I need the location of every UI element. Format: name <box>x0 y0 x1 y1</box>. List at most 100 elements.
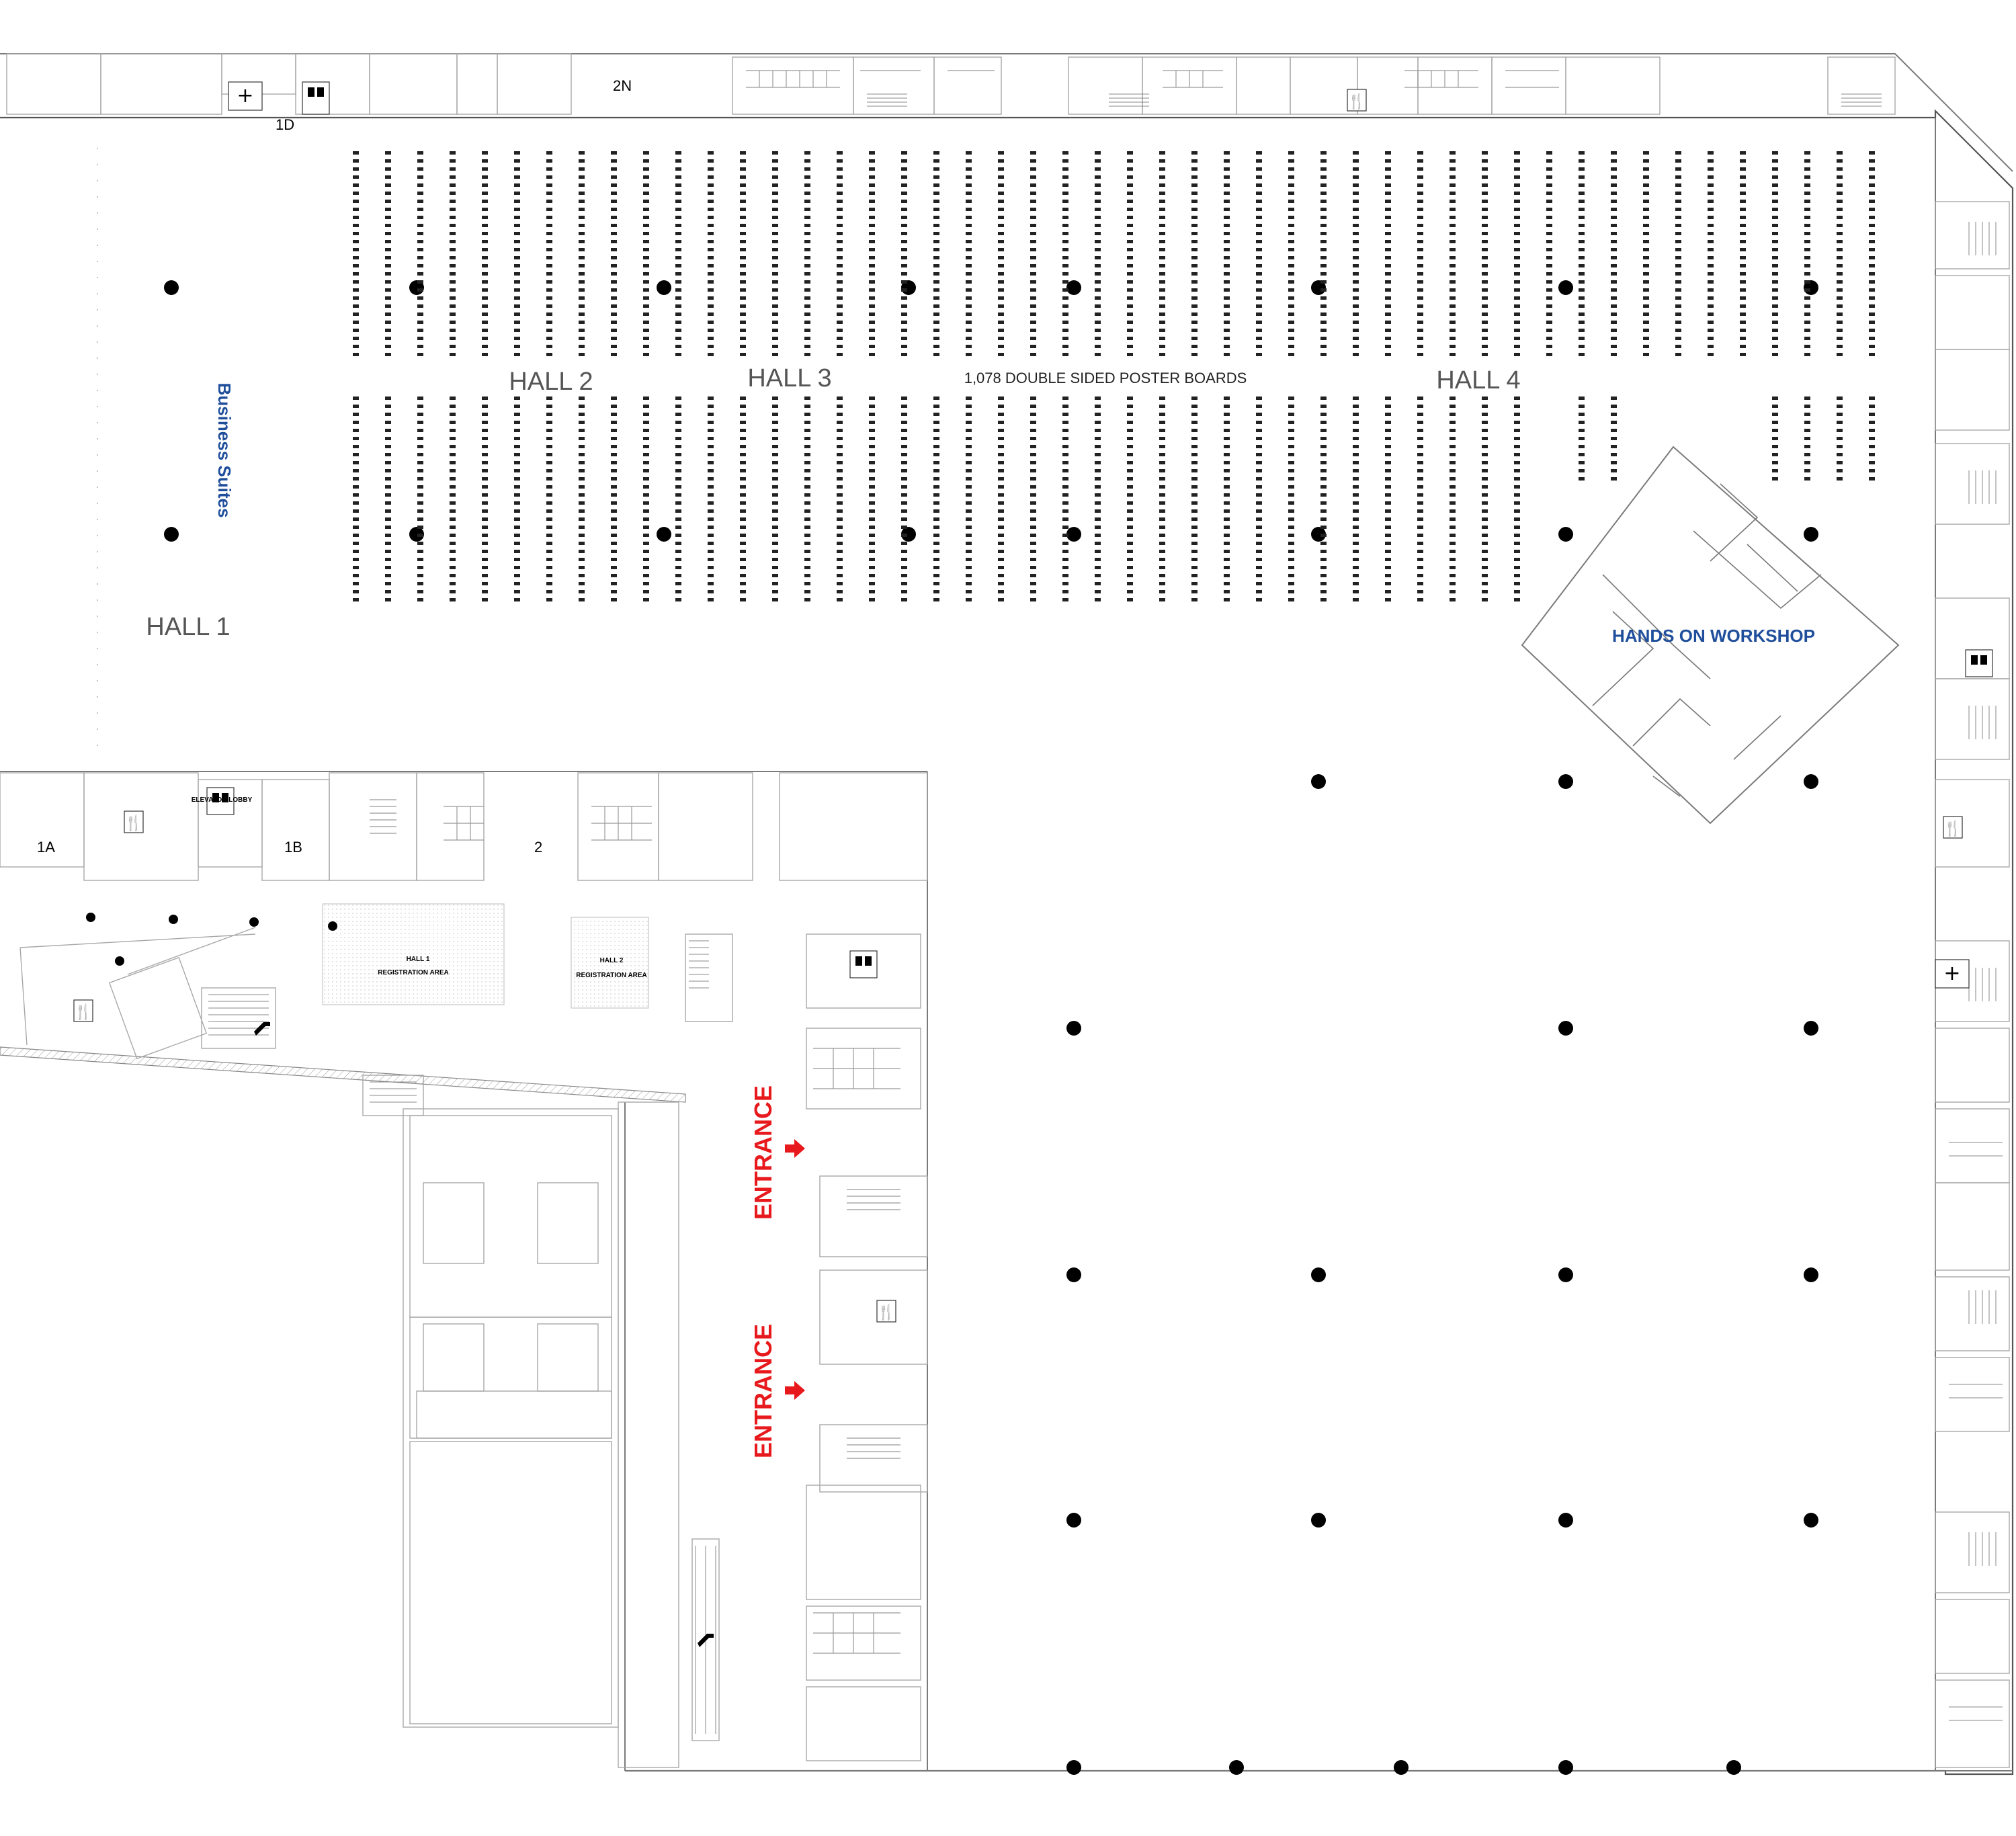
poster-board <box>1869 280 1875 284</box>
poster-board <box>1256 256 1262 259</box>
poster-board <box>611 167 617 171</box>
poster-board <box>1224 574 1230 577</box>
poster-board <box>482 159 488 163</box>
poster-board <box>998 550 1004 553</box>
poster-board <box>1030 582 1036 585</box>
poster-board <box>772 461 778 464</box>
poster-board <box>643 437 649 440</box>
poster-board <box>579 296 585 300</box>
poster-board <box>1191 598 1198 601</box>
poster-board <box>708 526 714 529</box>
poster-board <box>1224 224 1230 227</box>
poster-board <box>1772 429 1778 432</box>
poster-board <box>1353 437 1359 440</box>
column <box>1726 1760 1741 1775</box>
poster-board <box>1450 280 1456 284</box>
poster-board <box>998 312 1004 316</box>
poster-board <box>1159 200 1165 203</box>
poster-board <box>1127 485 1133 489</box>
poster-board <box>1159 167 1165 171</box>
poster-board <box>901 526 907 529</box>
poster-board <box>837 183 843 187</box>
poster-board <box>1482 542 1488 545</box>
poster-board <box>385 501 391 505</box>
poster-board <box>1514 534 1520 537</box>
poster-board <box>675 550 681 553</box>
poster-board <box>1740 167 1746 171</box>
poster-board <box>1482 421 1488 424</box>
poster-board <box>450 272 456 276</box>
poster-board <box>1643 296 1649 300</box>
poster-board <box>1869 224 1875 227</box>
poster-board <box>417 280 423 284</box>
poster-board <box>353 337 359 340</box>
poster-board <box>1611 405 1617 408</box>
poster-board <box>1417 264 1423 267</box>
poster-board <box>1708 216 1714 219</box>
poster-board <box>611 582 617 585</box>
poster-board <box>1804 421 1810 424</box>
poster-board <box>869 517 875 521</box>
poster-board <box>1804 248 1810 251</box>
poster-board <box>772 272 778 276</box>
poster-board <box>417 558 423 561</box>
poster-board <box>1450 167 1456 171</box>
poster-board <box>708 312 714 316</box>
poster-board <box>1546 296 1552 300</box>
poster-board <box>1127 337 1133 340</box>
poster-board <box>966 240 972 243</box>
poster-board <box>643 256 649 259</box>
poster-board <box>1579 345 1585 348</box>
poster-board <box>1320 192 1327 195</box>
poster-board <box>611 397 617 400</box>
poster-board <box>514 493 520 497</box>
poster-board <box>1417 248 1423 251</box>
poster-board <box>1579 248 1585 251</box>
poster-board <box>933 248 939 251</box>
poster-board <box>1482 397 1488 400</box>
poster-board <box>1127 192 1133 195</box>
poster-board <box>1288 526 1294 529</box>
poster-board <box>1320 232 1327 235</box>
poster-board <box>1482 485 1488 489</box>
poster-board <box>546 175 552 179</box>
poster-board <box>579 288 585 292</box>
poster-board <box>998 216 1004 219</box>
poster-board <box>1546 337 1552 340</box>
poster-board <box>546 405 552 408</box>
poster-board <box>1385 566 1391 569</box>
poster-board <box>1611 200 1617 203</box>
poster-board <box>804 192 810 195</box>
poster-board <box>417 582 423 585</box>
poster-board <box>353 574 359 577</box>
poster-board <box>1837 200 1843 203</box>
poster-board <box>966 312 972 316</box>
poster-board <box>1224 272 1230 276</box>
poster-board <box>1482 493 1488 497</box>
poster-board <box>546 526 552 529</box>
poster-board <box>675 337 681 340</box>
poster-board <box>740 345 746 348</box>
poster-board <box>417 437 423 440</box>
poster-board <box>643 445 649 448</box>
poster-board <box>1579 437 1585 440</box>
poster-board <box>1385 509 1391 513</box>
poster-board <box>708 272 714 276</box>
poster-board <box>643 264 649 267</box>
poster-board <box>1127 224 1133 227</box>
poster-board <box>933 558 939 561</box>
poster-board <box>1417 405 1423 408</box>
poster-board <box>1772 296 1778 300</box>
poster-board <box>1837 272 1843 276</box>
poster-board <box>482 272 488 276</box>
poster-board <box>772 216 778 219</box>
poster-board <box>1127 296 1133 300</box>
poster-board <box>772 200 778 203</box>
poster-board <box>1353 200 1359 203</box>
column <box>901 527 916 542</box>
poster-board <box>933 574 939 577</box>
poster-board <box>514 192 520 195</box>
poster-board <box>869 296 875 300</box>
poster-board <box>1095 477 1101 481</box>
poster-board <box>772 445 778 448</box>
